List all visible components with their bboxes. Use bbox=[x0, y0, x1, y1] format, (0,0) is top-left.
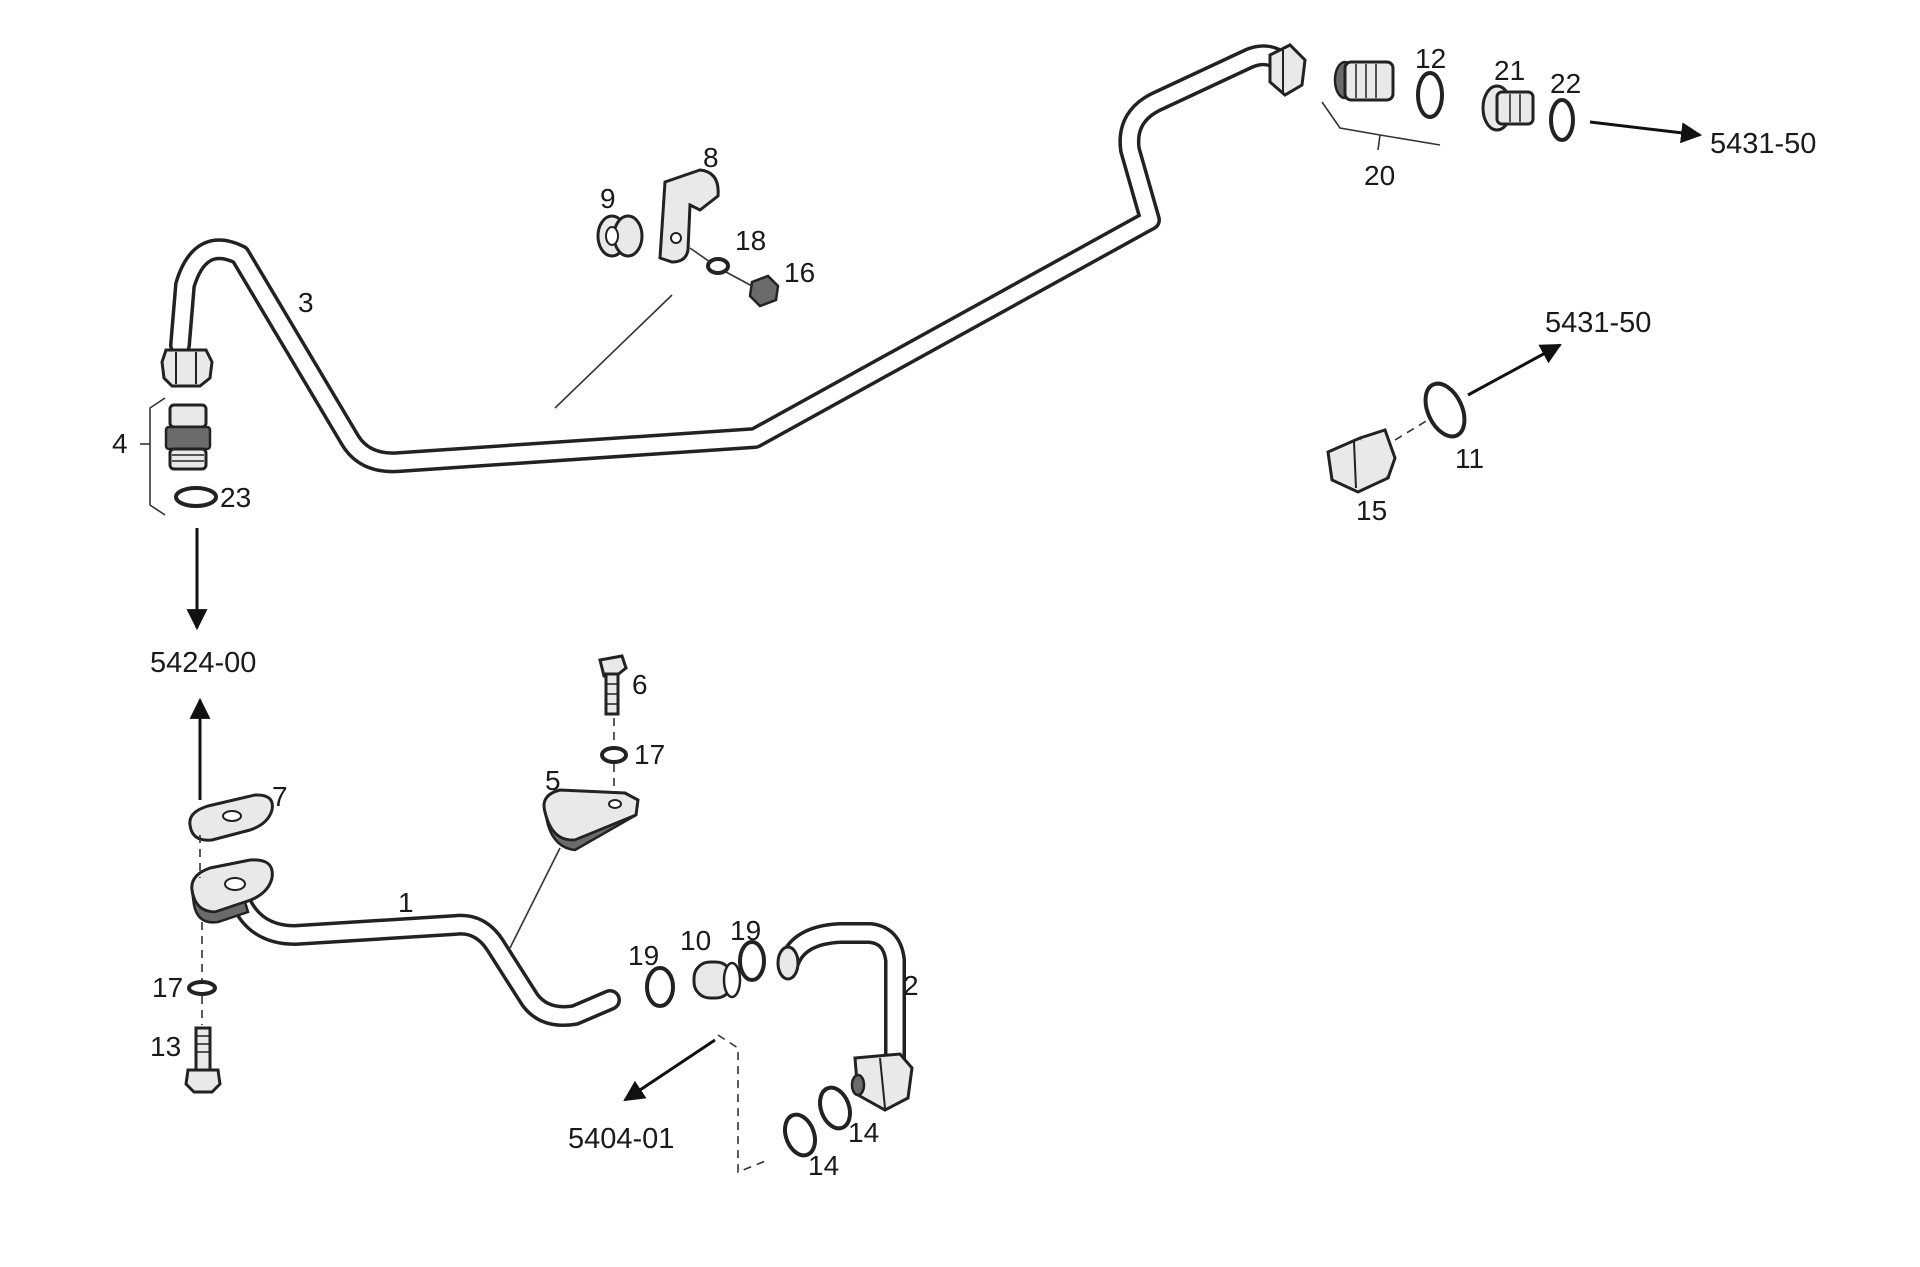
seal-ring-12 bbox=[1416, 71, 1444, 119]
pipe-3-right-nut bbox=[1268, 43, 1307, 97]
washer-17-lower bbox=[187, 980, 217, 996]
callout-19a: 19 bbox=[628, 940, 659, 971]
fitting-21 bbox=[1481, 84, 1535, 132]
union-4 bbox=[164, 403, 212, 471]
callout-12: 12 bbox=[1415, 43, 1446, 74]
callout-1: 1 bbox=[398, 887, 414, 918]
callout-3: 3 bbox=[298, 287, 314, 318]
callout-17b: 17 bbox=[152, 972, 183, 1003]
callout-10: 10 bbox=[680, 925, 711, 956]
reference-5404-01: 5404-01 bbox=[568, 1123, 674, 1155]
grommet-9 bbox=[596, 214, 644, 258]
washer-18 bbox=[706, 257, 730, 275]
pipe-2-elbow bbox=[850, 1052, 914, 1112]
callout-16: 16 bbox=[784, 257, 815, 288]
callout-21: 21 bbox=[1494, 55, 1525, 86]
o-ring-23 bbox=[174, 486, 218, 508]
callout-2: 2 bbox=[903, 970, 919, 1001]
seal-ring-11 bbox=[1423, 381, 1467, 439]
pipe-3 bbox=[169, 44, 1296, 474]
callout-22: 22 bbox=[1550, 68, 1581, 99]
gasket-7 bbox=[188, 793, 274, 842]
seal-ring-14-lower bbox=[783, 1112, 817, 1158]
callout-11: 11 bbox=[1455, 443, 1484, 474]
reference-5431-50-middle: 5431-50 bbox=[1545, 307, 1651, 339]
pipe-3-left-nut bbox=[160, 348, 214, 388]
bolt-13 bbox=[184, 1026, 222, 1094]
bolt-6 bbox=[598, 654, 628, 716]
clamp-5 bbox=[542, 788, 640, 852]
nut-16 bbox=[748, 274, 780, 308]
reference-5431-50-upper: 5431-50 bbox=[1710, 128, 1816, 160]
clamp-8 bbox=[658, 168, 720, 264]
callout-6: 6 bbox=[632, 669, 648, 700]
fitting-20 bbox=[1333, 60, 1395, 102]
callout-8: 8 bbox=[703, 142, 719, 173]
pipe-2 bbox=[779, 922, 906, 1071]
callout-13: 13 bbox=[150, 1031, 181, 1062]
hose-10 bbox=[692, 960, 742, 1000]
washer-17-upper bbox=[600, 746, 628, 764]
callout-14b: 14 bbox=[808, 1150, 839, 1181]
callout-7: 7 bbox=[272, 781, 288, 812]
callout-9: 9 bbox=[600, 183, 616, 214]
pipe-1-flange bbox=[190, 858, 274, 924]
hose-clamp-19-left bbox=[645, 966, 675, 1008]
callout-23: 23 bbox=[220, 482, 251, 513]
plug-15 bbox=[1326, 428, 1397, 494]
callout-17a: 17 bbox=[634, 739, 665, 770]
callout-15: 15 bbox=[1356, 495, 1387, 526]
callout-14a: 14 bbox=[848, 1117, 879, 1148]
callout-20: 20 bbox=[1364, 160, 1395, 191]
callout-4: 4 bbox=[112, 428, 128, 459]
callout-19b: 19 bbox=[730, 915, 761, 946]
seal-ring-14-upper bbox=[818, 1085, 852, 1131]
seal-ring-22 bbox=[1549, 98, 1575, 142]
callout-18: 18 bbox=[735, 225, 766, 256]
hose-clamp-19-right bbox=[738, 940, 766, 982]
pipe-1 bbox=[229, 889, 621, 1027]
reference-5424-00: 5424-00 bbox=[150, 647, 256, 679]
callout-5: 5 bbox=[545, 765, 561, 796]
